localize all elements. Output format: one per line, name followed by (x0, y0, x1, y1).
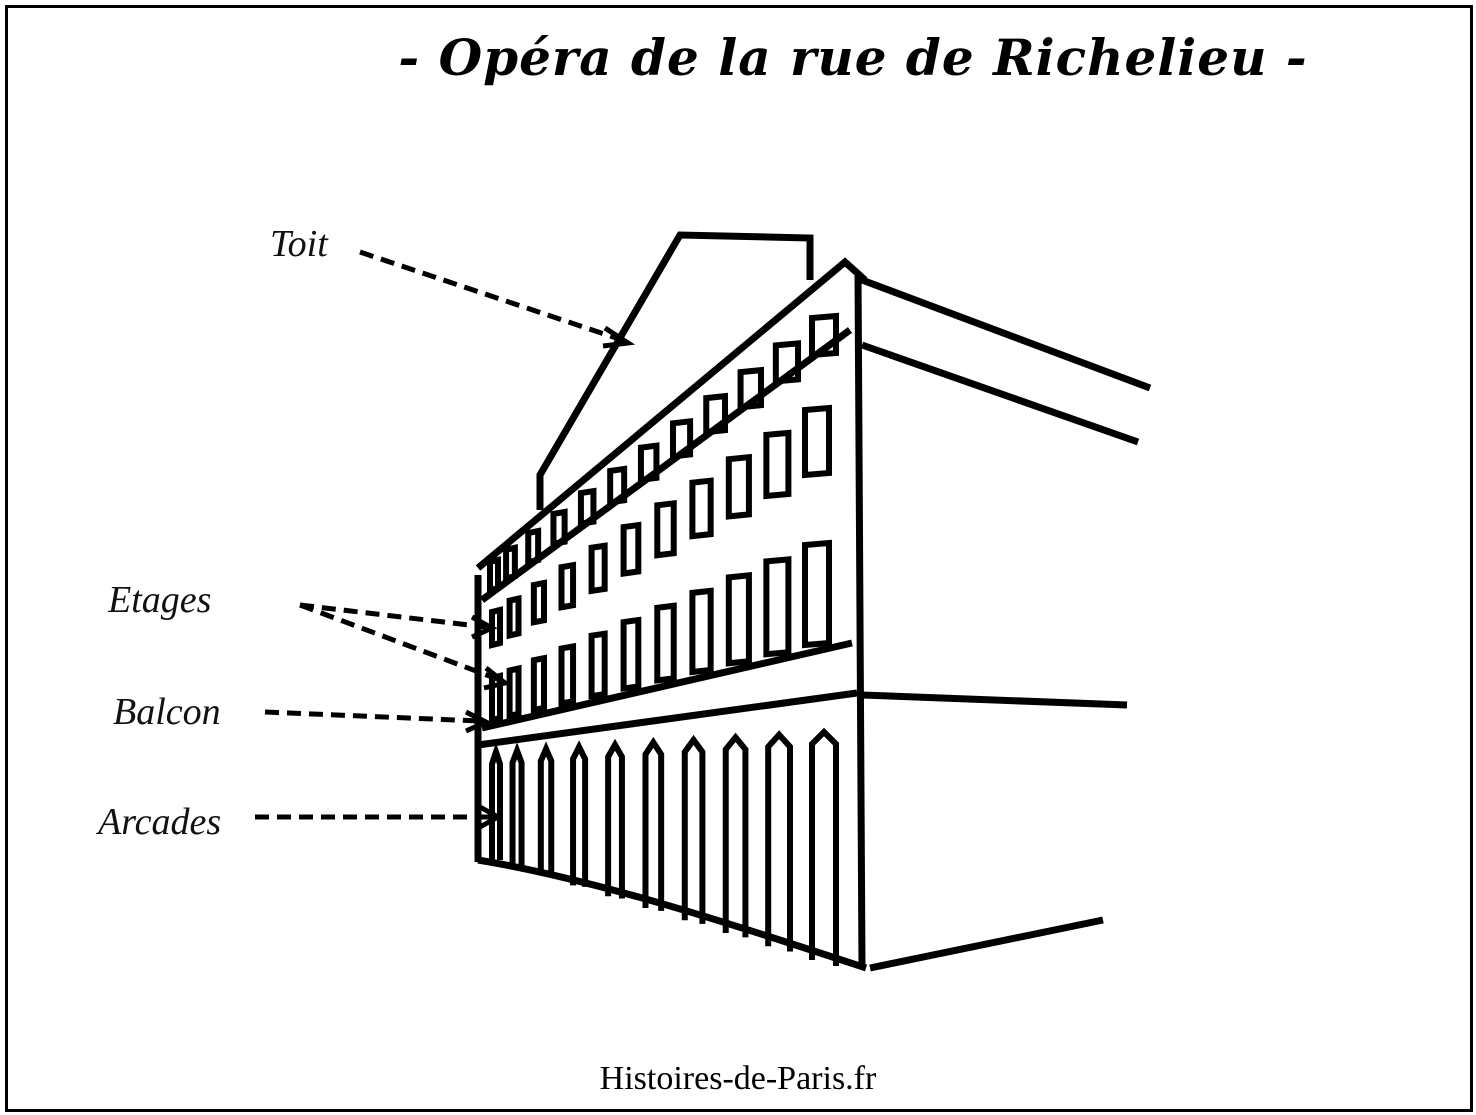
diagram-frame (5, 5, 1473, 1112)
arcade-arch (765, 730, 793, 952)
upper-floor-window (654, 499, 677, 559)
lower-floor-window (588, 630, 608, 700)
upper-floor-window (558, 561, 577, 611)
arcade-arch (489, 742, 503, 860)
arcade-arch (537, 741, 555, 877)
label-arcades: Arcades (98, 801, 222, 843)
balcony-arrow (264, 709, 481, 724)
attic-window (525, 527, 542, 566)
upper-floor-window (489, 606, 503, 649)
lower-floor-window (802, 539, 832, 649)
arcade-arch (605, 738, 625, 899)
lower-floor-window (763, 556, 792, 658)
arcades-arrowhead (478, 804, 504, 830)
lower-floor-window (689, 587, 714, 676)
attic-window (637, 442, 660, 484)
arcade-arch (681, 734, 706, 924)
arcade-arch (509, 742, 525, 867)
floors-arrowhead-upper (470, 614, 498, 640)
lower-floor-window (506, 664, 522, 720)
arcade-arch (642, 736, 665, 911)
attic-window (809, 312, 839, 359)
roof-arrow (359, 249, 623, 343)
balcony-arrowhead (464, 709, 492, 734)
arcade-arch (809, 727, 839, 966)
side-bottom-line (869, 916, 1104, 972)
upper-floor-window (530, 579, 548, 626)
lower-floor-window (530, 654, 548, 714)
upper-floor-window (689, 477, 714, 540)
attic-window (737, 366, 765, 411)
roof-arrowhead (602, 325, 636, 349)
upper-floor-window (802, 404, 832, 479)
cornice-line (479, 327, 853, 603)
label-floors: Etages (108, 579, 212, 621)
attic-window (503, 544, 518, 583)
floors-arrow-upper (299, 602, 487, 630)
arcade-arch (570, 740, 589, 887)
balcony-line (477, 689, 858, 749)
footer-credit: Histoires-de-Paris.fr (599, 1060, 877, 1097)
facade-right-edge (854, 271, 866, 969)
upper-floor-window (725, 453, 752, 520)
attic-window (487, 556, 501, 594)
floor-line (481, 639, 853, 732)
side-cornice-line (860, 341, 1140, 446)
attic-window (577, 487, 597, 528)
side-roof-line (860, 276, 1152, 392)
attic-window (550, 508, 568, 548)
label-balcony: Balcon (113, 691, 221, 733)
side-balcony-line (861, 691, 1128, 709)
upper-floor-window (763, 429, 792, 500)
lower-floor-window (620, 616, 642, 692)
attic-window (670, 417, 694, 460)
label-roof: Toit (270, 223, 328, 265)
upper-floor-window (588, 542, 608, 595)
lower-floor-window (654, 602, 677, 684)
roof-outline (536, 231, 814, 510)
upper-floor-window (620, 521, 642, 577)
lower-floor-window (725, 572, 752, 667)
diagram-title: - Opéra de la rue de Richelieu - (398, 28, 1308, 87)
attic-window (703, 392, 729, 436)
attic-window (607, 465, 628, 506)
floors-arrow-lower (299, 602, 501, 683)
arcade-arch (722, 732, 749, 938)
facade-bottom-edge (477, 856, 868, 972)
lower-floor-window (558, 642, 577, 707)
attic-window (772, 340, 802, 385)
floors-arrowhead-lower (483, 666, 511, 691)
upper-floor-window (506, 594, 522, 640)
